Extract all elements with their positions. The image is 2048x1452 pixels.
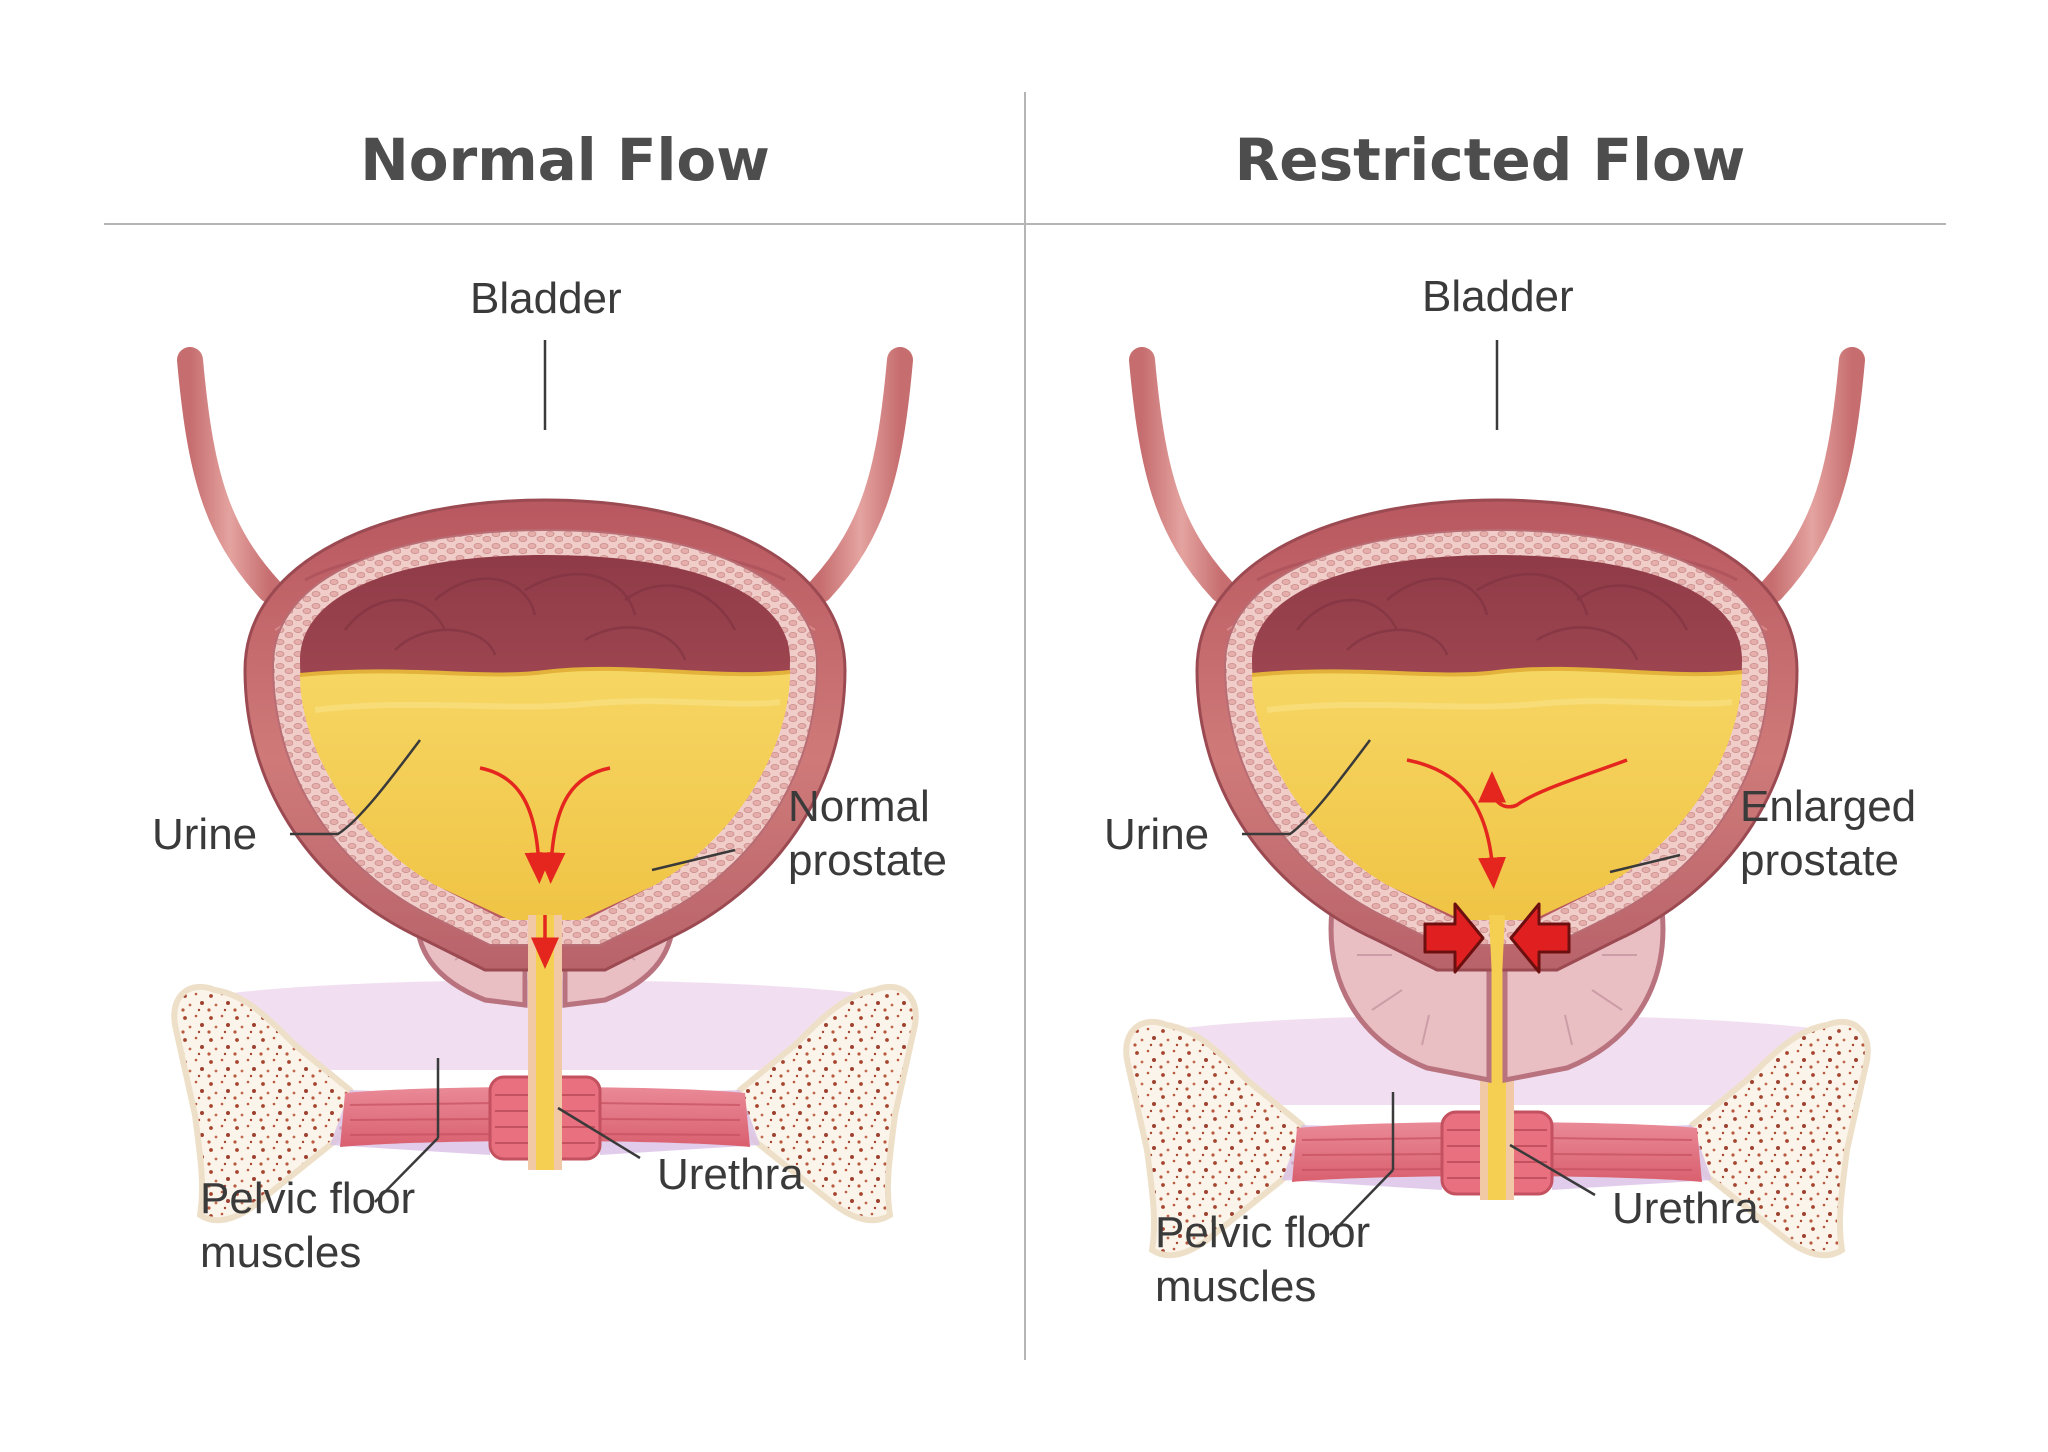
label-prostate-normal-line2: prostate (788, 836, 947, 885)
label-urine-restricted: Urine (1104, 810, 1210, 859)
label-pelvic-floor-restricted-line1: Pelvic floor (1155, 1208, 1371, 1257)
panel-title-restricted: Restricted Flow (1234, 126, 1746, 194)
flow-arrow-icon (1406, 758, 1628, 889)
label-pelvic-floor-restricted-line2: muscles (1155, 1262, 1317, 1311)
label-urine-normal: Urine (152, 810, 258, 859)
label-prostate-normal: Normal prostate (788, 780, 947, 888)
normal-bladder-illustration (174, 360, 916, 1220)
label-prostate-normal-line1: Normal (788, 782, 930, 831)
restricted-bladder-illustration (1126, 360, 1868, 1255)
label-prostate-restricted-line1: Enlarged (1740, 782, 1917, 831)
label-pelvic-floor-normal-line1: Pelvic floor (200, 1174, 416, 1223)
leader-lines (290, 340, 1681, 1236)
label-prostate-restricted: Enlarged prostate (1740, 780, 1916, 888)
label-urethra-restricted: Urethra (1612, 1184, 1759, 1233)
label-urethra-normal: Urethra (657, 1150, 804, 1199)
panel-title-normal: Normal Flow (360, 126, 770, 194)
label-pelvic-floor-normal: Pelvic floor muscles (200, 1172, 415, 1280)
label-bladder-normal: Bladder (470, 274, 622, 323)
label-prostate-restricted-line2: prostate (1740, 836, 1899, 885)
label-bladder-restricted: Bladder (1422, 272, 1574, 321)
label-pelvic-floor-normal-line2: muscles (200, 1228, 362, 1277)
flow-arrow-icon (479, 766, 611, 969)
label-pelvic-floor-restricted: Pelvic floor muscles (1155, 1206, 1370, 1314)
